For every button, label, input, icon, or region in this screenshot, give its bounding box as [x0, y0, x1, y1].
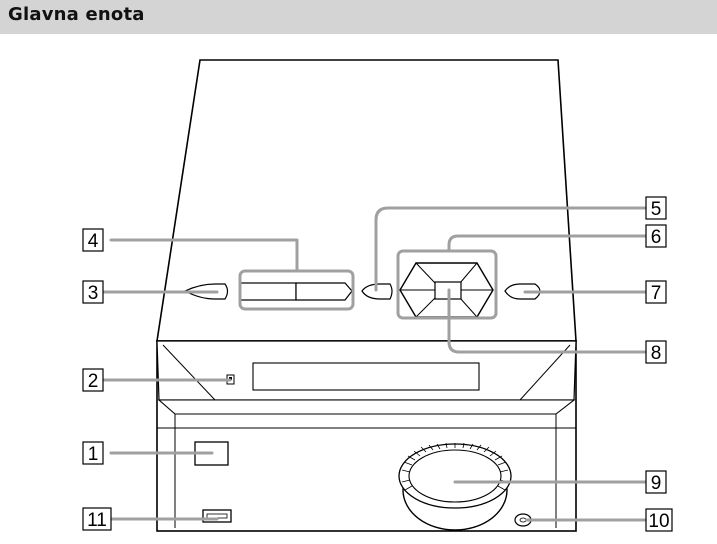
svg-text:4: 4 [88, 231, 99, 252]
callout-9: 9 [645, 470, 667, 494]
svg-text:7: 7 [651, 283, 662, 304]
svg-text:2: 2 [88, 371, 99, 392]
svg-text:6: 6 [651, 227, 662, 248]
callout-10: 10 [645, 508, 673, 532]
svg-text:10: 10 [648, 511, 669, 532]
callout-8: 8 [645, 340, 667, 364]
callout-6: 6 [645, 224, 667, 248]
unit-front-body [156, 340, 577, 532]
callout-3: 3 [82, 280, 104, 304]
callout-7: 7 [645, 280, 667, 304]
navigation-pad[interactable] [399, 262, 494, 318]
svg-text:8: 8 [651, 343, 662, 364]
callout-5: 5 [645, 196, 667, 220]
headphone-jack [514, 513, 532, 527]
svg-text:9: 9 [651, 473, 662, 494]
svg-text:3: 3 [88, 283, 99, 304]
leader-lines [101, 206, 656, 522]
svg-text:5: 5 [651, 199, 662, 220]
svg-text:11: 11 [87, 510, 107, 531]
button-4a[interactable] [239, 282, 297, 301]
callout-2: 2 [82, 368, 104, 392]
page-title: Glavna enota [8, 4, 145, 25]
top-buttons [183, 282, 541, 301]
callout-11: 11 [82, 507, 112, 531]
button-5[interactable] [361, 283, 393, 300]
button-4b[interactable] [295, 282, 353, 301]
volume-knob[interactable] [398, 442, 512, 531]
callout-4: 4 [82, 228, 104, 252]
callout-1: 1 [82, 441, 104, 465]
header-bar: Glavna enota [0, 0, 717, 34]
svg-text:1: 1 [88, 444, 99, 465]
